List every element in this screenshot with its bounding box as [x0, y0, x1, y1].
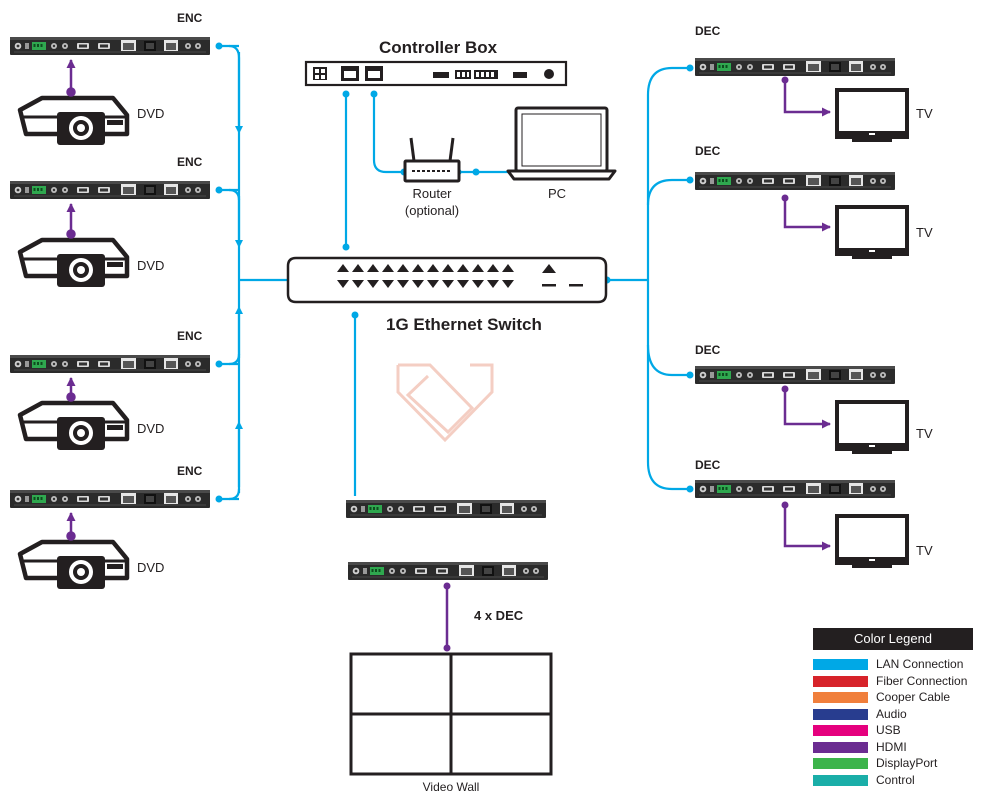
legend-swatch	[813, 758, 868, 769]
decoder-4	[695, 480, 895, 498]
legend-swatch	[813, 692, 868, 703]
router-icon	[403, 137, 461, 183]
decoder-1	[695, 58, 895, 76]
tv-icon	[835, 205, 909, 261]
video-wall	[349, 652, 553, 776]
videowall-decoder-2	[348, 562, 548, 580]
watermark-logo-icon	[396, 363, 494, 443]
legend-item: DisplayPort	[813, 756, 982, 771]
videowall-decoder-count-label: 4 x DEC	[474, 608, 524, 623]
decoder-3	[695, 366, 895, 384]
ethernet-switch	[286, 256, 608, 304]
dvd-label: DVD	[137, 560, 165, 575]
dvd-player-icon	[20, 542, 127, 589]
hdmi-links-decoders	[783, 80, 831, 551]
controller-box-label: Controller Box	[379, 38, 498, 57]
encoder-1	[10, 37, 210, 55]
legend-label: Cooper Cable	[876, 690, 951, 704]
tv-icon	[835, 514, 909, 570]
encoder-label: ENC	[177, 329, 203, 343]
legend-title: Color Legend	[853, 631, 933, 646]
decoder-label: DEC	[695, 343, 721, 357]
laptop-icon	[506, 106, 617, 181]
dvd-player-icon	[20, 240, 127, 287]
lan-bus-right	[607, 66, 690, 491]
encoder-label: ENC	[177, 11, 203, 25]
lan-centre-links	[344, 94, 510, 496]
videowall-decoder-1	[346, 500, 546, 518]
tv-label: TV	[916, 426, 933, 441]
encoder-3	[10, 355, 210, 373]
encoder-label: ENC	[177, 464, 203, 478]
encoder-4	[10, 490, 210, 508]
legend-item: HDMI	[813, 739, 982, 755]
legend-swatch	[813, 659, 868, 670]
legend-label: LAN Connection	[876, 657, 964, 671]
hdmi-links-encoders	[66, 59, 76, 541]
dvd-label: DVD	[137, 106, 165, 121]
dvd-label: DVD	[137, 421, 165, 436]
legend-label: USB	[876, 723, 901, 737]
decoder-label: DEC	[695, 458, 721, 472]
decoder-label: DEC	[695, 144, 721, 158]
router-sublabel: (optional)	[404, 203, 460, 218]
hdmi-link-videowall	[443, 582, 451, 652]
legend-item: LAN Connection	[813, 657, 982, 672]
encoder-2	[10, 181, 210, 199]
router-label: Router	[412, 186, 452, 201]
legend-label: Fiber Connection	[876, 673, 968, 688]
legend-item: USB	[813, 723, 982, 738]
legend-item: Control	[813, 772, 982, 788]
encoder-label: ENC	[177, 155, 203, 169]
decoder-2	[695, 172, 895, 190]
legend-swatch	[813, 708, 868, 720]
legend-item: Cooper Cable	[813, 690, 982, 705]
legend-swatch	[813, 725, 868, 736]
tv-label: TV	[916, 225, 933, 240]
pc-label: PC	[548, 186, 567, 201]
legend-label: HDMI	[876, 739, 907, 754]
hdmi-port-dots	[781, 76, 789, 509]
legend-item: Audio	[813, 706, 982, 722]
legend-swatch	[813, 741, 868, 753]
decoder-label: DEC	[695, 24, 721, 38]
dvd-player-icon	[20, 403, 127, 450]
switch-label: 1G Ethernet Switch	[386, 315, 542, 334]
legend-label: DisplayPort	[876, 756, 938, 770]
tv-icon	[835, 400, 909, 456]
tv-icon	[835, 88, 909, 144]
switch-port-icons	[337, 264, 583, 288]
legend-swatch	[813, 675, 868, 687]
dvd-player-icon	[20, 98, 127, 145]
legend-header	[813, 628, 973, 650]
dvd-label: DVD	[137, 258, 165, 273]
lan-port-dots-left	[215, 42, 223, 503]
controller-box	[304, 60, 568, 87]
lan-bus-left	[217, 44, 288, 501]
legend-swatch	[813, 774, 868, 786]
video-wall-label: Video Wall	[422, 780, 480, 794]
legend-item: Fiber Connection	[813, 673, 982, 689]
tv-label: TV	[916, 106, 933, 121]
legend-label: Control	[876, 772, 915, 787]
tv-label: TV	[916, 543, 933, 558]
legend-label: Audio	[876, 706, 907, 721]
